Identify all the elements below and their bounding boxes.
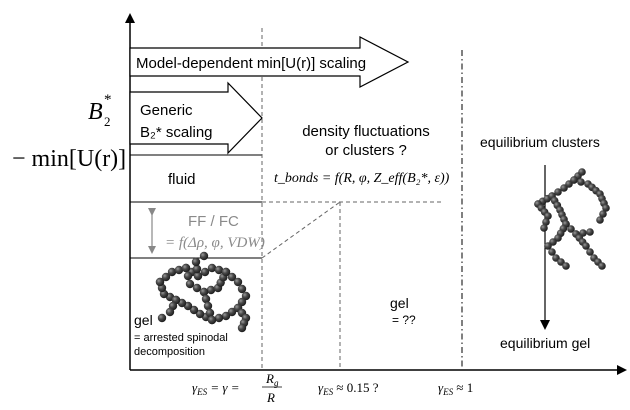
- particle-bead: [192, 283, 202, 293]
- particle-bead: [237, 297, 247, 307]
- generic-scaling-label-1: Generic: [140, 102, 193, 119]
- ff-dashed-diagonal: [261, 201, 341, 259]
- particle-bead: [578, 168, 586, 176]
- particle-bead: [214, 265, 224, 275]
- particle-bead: [183, 271, 193, 281]
- svg-text:*: *: [104, 92, 112, 108]
- ff-fc-label: FF / FC: [188, 213, 239, 230]
- svg-text:R: R: [266, 390, 275, 405]
- density-fluctuations-label-2: or clusters ?: [325, 142, 407, 159]
- gel-middle-label: gel: [390, 295, 409, 311]
- particle-bead: [214, 313, 224, 323]
- ff-fc-formula: = f(Δρ, φ, VDW): [165, 235, 265, 251]
- particle-bead: [181, 263, 191, 273]
- svg-text:Rg: Rg: [265, 371, 279, 388]
- density-fluctuations-label-1: density fluctuations: [302, 123, 430, 140]
- particle-bead: [155, 277, 165, 287]
- x-label-gamma2: γES ≈ 0.15 ?: [318, 380, 379, 397]
- particle-bead: [207, 315, 217, 325]
- particle-bead: [205, 308, 215, 318]
- particle-bead: [577, 178, 585, 186]
- fluid-label: fluid: [168, 171, 196, 188]
- gel-left-description-1: = arrested spinodal: [134, 332, 228, 344]
- gel-aggregate-image: [155, 251, 251, 333]
- x-label-gamma1: γES = γ = Rg R: [192, 371, 282, 405]
- particle-bead: [221, 267, 231, 277]
- t-bonds-formula: t_bonds = f(R, φ, Z_eff(B₂*, ε)): [274, 171, 450, 186]
- svg-text:γES ≈ 0.15 ?: γES ≈ 0.15 ?: [318, 380, 379, 397]
- particle-bead: [570, 176, 578, 184]
- equilibrium-clusters-label: equilibrium clusters: [480, 134, 600, 150]
- particle-bead: [167, 267, 177, 277]
- particle-bead: [227, 272, 237, 282]
- gel-middle-description: = ??: [392, 313, 416, 327]
- equilibrium-gel-label: equilibrium gel: [500, 335, 590, 351]
- particle-bead: [596, 216, 604, 224]
- particle-bead: [165, 307, 175, 317]
- particle-bead: [207, 263, 217, 273]
- particle-bead: [544, 212, 552, 220]
- particle-bead: [540, 224, 548, 232]
- particle-bead: [189, 305, 199, 315]
- particle-bead: [241, 291, 251, 301]
- generic-scaling-arrow: [129, 81, 263, 155]
- particle-bead: [161, 272, 171, 282]
- particle-bead: [544, 242, 552, 250]
- particle-bead: [562, 262, 570, 270]
- particle-bead: [237, 323, 247, 333]
- particle-bead: [567, 225, 575, 233]
- x-label-gamma3: γES ≈ 1: [438, 380, 473, 397]
- svg-text:− min[U(r)]: − min[U(r)]: [12, 146, 126, 172]
- particle-bead: [203, 301, 213, 311]
- particle-bead: [193, 271, 203, 281]
- particle-bead: [548, 248, 556, 256]
- particle-bead: [233, 277, 243, 287]
- particle-bead: [201, 294, 211, 304]
- generic-scaling-label-2: B₂* scaling: [140, 124, 213, 141]
- particle-bead: [199, 287, 209, 297]
- particle-bead: [206, 285, 216, 295]
- particle-bead: [602, 204, 610, 212]
- particle-bead: [200, 267, 210, 277]
- top-scaling-label: Model-dependent min[U(r)] scaling: [136, 55, 366, 72]
- svg-text:γES ≈ 1: γES ≈ 1: [438, 380, 473, 397]
- particle-bead: [237, 284, 247, 294]
- particle-bead: [598, 262, 606, 270]
- particle-bead: [221, 311, 231, 321]
- particle-bead: [599, 210, 607, 218]
- top-scaling-arrow: [129, 36, 410, 88]
- particle-bead: [185, 279, 195, 289]
- gel-left-description-2: decomposition: [134, 346, 205, 358]
- gel-left-label: gel: [134, 312, 153, 328]
- particle-bead: [554, 188, 562, 196]
- svg-text:γES = γ =: γES = γ =: [192, 380, 240, 397]
- particle-bead: [157, 313, 167, 323]
- particle-bead: [174, 265, 184, 275]
- particle-bead: [195, 309, 205, 319]
- particle-bead: [199, 251, 209, 261]
- particle-bead: [586, 248, 594, 256]
- svg-text:B: B: [88, 99, 103, 125]
- particle-bead: [227, 307, 237, 317]
- svg-text:2: 2: [104, 114, 111, 129]
- y-axis-label: B 2 * − min[U(r)]: [12, 92, 126, 172]
- particle-bead: [542, 218, 550, 226]
- particle-bead: [191, 257, 201, 267]
- particle-bead: [586, 228, 594, 236]
- particle-bead: [582, 242, 590, 250]
- equilibrium-cluster-image: [534, 168, 610, 270]
- particle-bead: [192, 264, 202, 274]
